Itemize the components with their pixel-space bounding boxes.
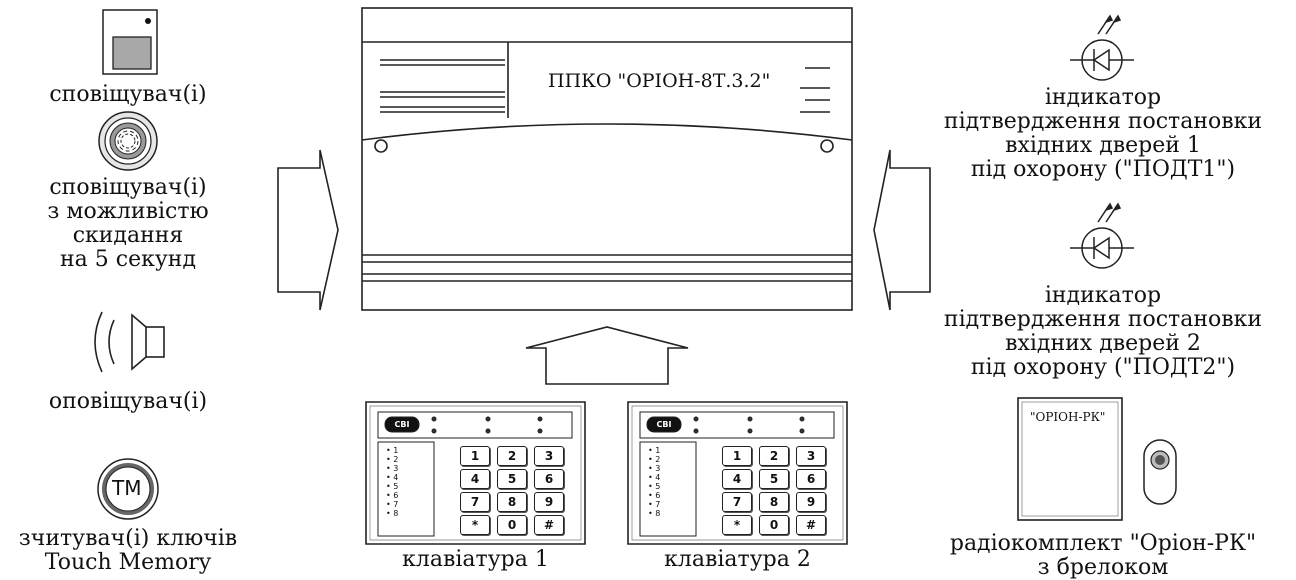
- siren-label: оповіщувач(і): [48, 389, 208, 414]
- radio-kit-label: радіокомплект "Оріон-РК" з брелоком: [949, 531, 1257, 580]
- radio-receiver-icon: [1017, 397, 1123, 521]
- key-8: 8: [497, 492, 527, 512]
- key-0: 0: [759, 515, 789, 535]
- key-1: 1: [722, 446, 752, 466]
- key-2: 2: [759, 446, 789, 466]
- led-indicator-icon: [1070, 14, 1134, 81]
- tm-badge: TM: [112, 476, 142, 500]
- arrow-right-in: [873, 149, 931, 311]
- key-6: 6: [534, 469, 564, 489]
- keypad-logo: CBI: [656, 420, 672, 429]
- key-4: 4: [722, 469, 752, 489]
- smoke-detector-icon: [98, 111, 158, 171]
- key-9: 9: [534, 492, 564, 512]
- key-6: 6: [796, 469, 826, 489]
- keypad-2-label: клавіатура 2: [664, 547, 811, 572]
- detector-icon: [102, 9, 158, 75]
- zone-list: • 1 • 2 • 3 • 4 • 5 • 6 • 7 • 8: [386, 446, 399, 518]
- resettable-detector-label: сповіщувач(і) з можливістю скидання на 5…: [47, 175, 209, 272]
- key-2: 2: [497, 446, 527, 466]
- key-hash: #: [534, 515, 564, 535]
- arrow-up-in: [525, 326, 689, 385]
- key-star: *: [460, 515, 490, 535]
- key-7: 7: [460, 492, 490, 512]
- key-7: 7: [722, 492, 752, 512]
- panel-title: ППКО "ОРІОН-8Т.3.2": [548, 70, 771, 92]
- key-4: 4: [460, 469, 490, 489]
- key-8: 8: [759, 492, 789, 512]
- control-panel: [361, 7, 853, 311]
- key-5: 5: [759, 469, 789, 489]
- keypad-1-label: клавіатура 1: [402, 547, 549, 572]
- keypad-logo: CBI: [394, 420, 410, 429]
- key-3: 3: [796, 446, 826, 466]
- led-indicator-icon: [1070, 202, 1134, 269]
- radio-box-label: "ОРІОН-РК": [1030, 410, 1106, 424]
- zone-list: • 1 • 2 • 3 • 4 • 5 • 6 • 7 • 8: [648, 446, 661, 518]
- key-1: 1: [460, 446, 490, 466]
- key-0: 0: [497, 515, 527, 535]
- indicator-2-label: індикатор підтвердження постановки вхідн…: [943, 283, 1263, 380]
- key-3: 3: [534, 446, 564, 466]
- detector-label: сповіщувач(і): [49, 82, 207, 107]
- key-star: *: [722, 515, 752, 535]
- speaker-icon: [94, 311, 165, 373]
- key-5: 5: [497, 469, 527, 489]
- touch-memory-reader-icon: [97, 458, 159, 520]
- key-hash: #: [796, 515, 826, 535]
- arrow-left-in: [277, 149, 339, 311]
- key-fob-icon: [1143, 439, 1177, 505]
- touch-memory-label: зчитувач(і) ключів Touch Memory: [18, 526, 238, 575]
- indicator-1-label: індикатор підтвердження постановки вхідн…: [943, 85, 1263, 182]
- key-9: 9: [796, 492, 826, 512]
